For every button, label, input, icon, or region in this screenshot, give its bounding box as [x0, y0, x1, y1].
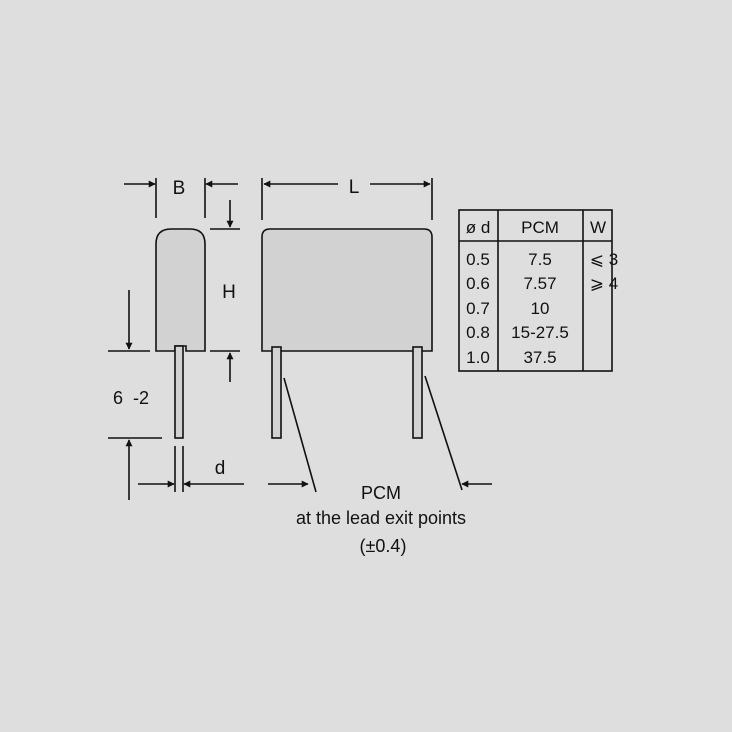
spec-table-cell: 7.57: [523, 274, 556, 293]
side-view-body: [155, 228, 206, 352]
front-view-body: [261, 228, 433, 352]
spec-table-cell: 0.7: [466, 299, 490, 318]
pcm-note-line1: PCM: [361, 483, 401, 503]
spec-table-cell: 37.5: [523, 348, 556, 367]
label-h: H: [222, 282, 236, 303]
side-view-lead: [174, 345, 184, 439]
spec-table-cell: ⩾ 4: [590, 274, 618, 293]
label-d: d: [215, 458, 226, 479]
spec-table-cell: ⩽ 3: [590, 250, 618, 269]
label-b: B: [173, 178, 186, 199]
front-view-lead-left: [271, 346, 282, 439]
spec-table-cell: 0.5: [466, 250, 490, 269]
pcm-note-line2: at the lead exit points: [296, 508, 466, 528]
spec-table-cell: 7.5: [528, 250, 552, 269]
pcm-leader-right: [424, 375, 463, 491]
spec-table-cell: 15-27.5: [511, 323, 569, 342]
spec-table-cell: 1.0: [466, 348, 490, 367]
spec-table-cell: 0.6: [466, 274, 490, 293]
spec-table-cell: 10: [531, 299, 550, 318]
label-l: L: [349, 177, 360, 198]
label-lead-length: 6 -2: [113, 388, 149, 408]
spec-table-cell: 0.8: [466, 323, 490, 342]
spec-table-frame: [458, 209, 613, 372]
front-view-lead-right: [412, 346, 423, 439]
pcm-leader-left: [283, 377, 317, 493]
spec-table-header-diameter: ø d: [466, 218, 491, 237]
spec-table-header-w: W: [590, 218, 606, 237]
spec-table-header-pcm: PCM: [521, 218, 559, 237]
pcm-note-line3: (±0.4): [360, 536, 407, 556]
